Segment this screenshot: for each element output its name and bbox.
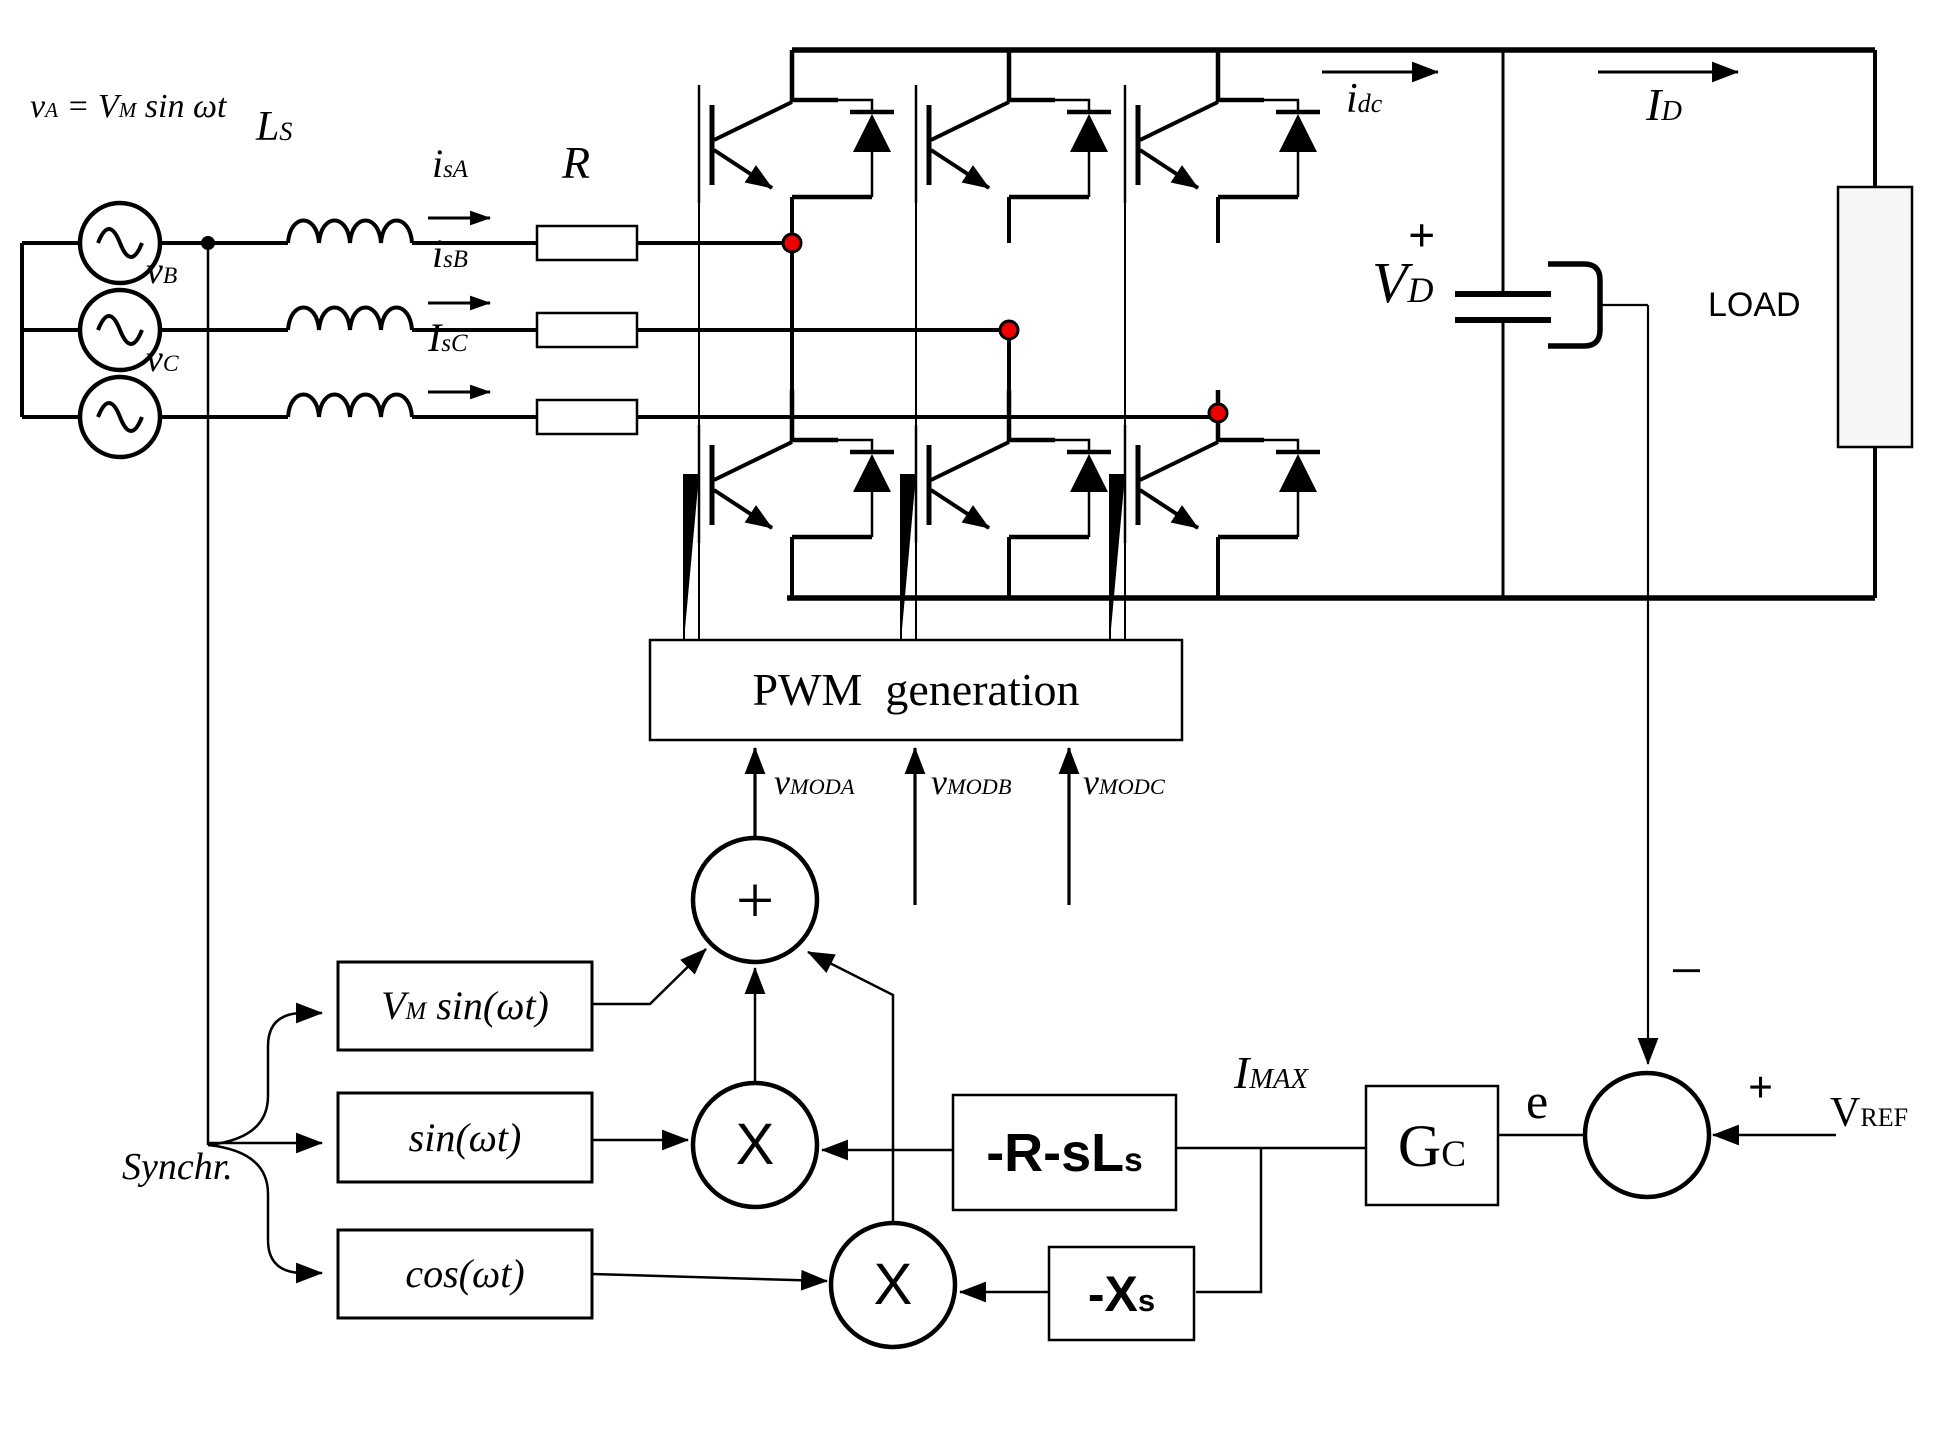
label-error: e (1526, 1073, 1549, 1129)
gate-line-lower-b (900, 474, 916, 640)
label-gc-block: GC (1397, 1112, 1467, 1179)
diode-icon (853, 114, 891, 152)
igbt-upper-b (914, 50, 1111, 203)
label-vd: VD (1372, 250, 1434, 315)
label-xs-block: -Xs (1087, 1265, 1156, 1322)
r-sls-box (951, 1093, 1178, 1212)
label-inductor: LS (256, 104, 293, 150)
label-phase-c: vC (146, 338, 179, 380)
label-vmod-b: vMODB (931, 762, 1012, 802)
resistor-c-icon (535, 398, 639, 436)
dc-rails (787, 47, 1914, 1066)
label-source-equation: vA = VM sin ωt (30, 88, 227, 125)
igbt-upper-a (697, 50, 894, 203)
diode-icon (1279, 454, 1317, 492)
resistor-a-icon (535, 224, 639, 262)
label-idc: idc (1346, 76, 1383, 122)
cos-box (336, 1228, 594, 1320)
synchr-tap (206, 250, 324, 1284)
node-phase-a-tap (201, 236, 215, 250)
igbt-bridge (683, 50, 1320, 640)
voltage-sensor-icon (1548, 261, 1648, 349)
label-vref: VREF (1830, 1090, 1909, 1136)
load-box (1836, 185, 1914, 449)
label-phase-b: vB (146, 250, 178, 292)
label-synchr: Synchr. (122, 1146, 233, 1188)
label-vmod-c: vMODC (1083, 762, 1165, 802)
label-rsls-block: -R-sLs (986, 1122, 1143, 1183)
pwm-box (648, 638, 1184, 742)
dc-capacitor-icon (1455, 50, 1551, 598)
igbt-upper-c (1123, 50, 1320, 203)
label-load: LOAD (1708, 286, 1801, 324)
label-current-a: isA (432, 141, 468, 186)
label-summer-plus: + (735, 862, 775, 938)
cos-to-mult2 (591, 1269, 829, 1291)
gc-box (1364, 1084, 1500, 1207)
label-current-b: isB (432, 231, 468, 276)
error-summer-circle (1582, 1070, 1712, 1200)
label-imax: IMAX (1234, 1047, 1308, 1098)
gate-line-lower-c (1109, 474, 1125, 640)
label-pwm-block: PWM generation (752, 664, 1080, 715)
igbt-lower-a (697, 390, 894, 543)
control-section (336, 835, 1836, 1350)
label-vd-plus: + (1408, 209, 1436, 262)
node-phase-b (998, 319, 1020, 341)
label-ref-plus: + (1748, 1063, 1774, 1112)
phase-nodes (781, 232, 1229, 424)
summer-circle (690, 835, 820, 965)
label-multiplier1: X (735, 1112, 775, 1177)
gate-line-lower-a (683, 474, 699, 640)
label-cos-block: cos(ωt) (405, 1251, 525, 1296)
ac-source-c-icon (77, 374, 163, 460)
inductor-b-icon (286, 305, 414, 331)
node-phase-a (781, 232, 803, 254)
label-id: ID (1646, 79, 1682, 130)
label-resistor: R (562, 137, 591, 188)
label-sin-block: sin(ωt) (408, 1114, 522, 1160)
vmsin-to-summer (592, 948, 707, 1006)
xs-box (1047, 1245, 1196, 1342)
igbt-lower-b (914, 390, 1111, 543)
node-phase-c (1207, 402, 1229, 424)
mult2-to-summer (807, 950, 895, 1223)
vm-sin-box (336, 960, 594, 1052)
diode-icon (1070, 114, 1108, 152)
pwm-section (648, 638, 1184, 905)
label-current-c: IsC (428, 315, 468, 360)
label-feedback-minus: − (1670, 938, 1703, 1003)
diode-icon (1279, 114, 1317, 152)
sin-box (336, 1091, 594, 1184)
label-vmsin-block: VM sin(ωt) (381, 983, 549, 1028)
inductor-c-icon (286, 392, 414, 418)
diode-icon (853, 454, 891, 492)
diode-icon (1070, 454, 1108, 492)
resistor-b-icon (535, 311, 639, 349)
ac-source-bank (20, 200, 163, 460)
inductor-a-icon (286, 218, 414, 244)
label-multiplier2: X (873, 1252, 913, 1317)
imax-branch (1196, 1148, 1263, 1294)
phase-wiring (160, 210, 1218, 436)
label-vmod-a: vMODA (774, 762, 855, 802)
